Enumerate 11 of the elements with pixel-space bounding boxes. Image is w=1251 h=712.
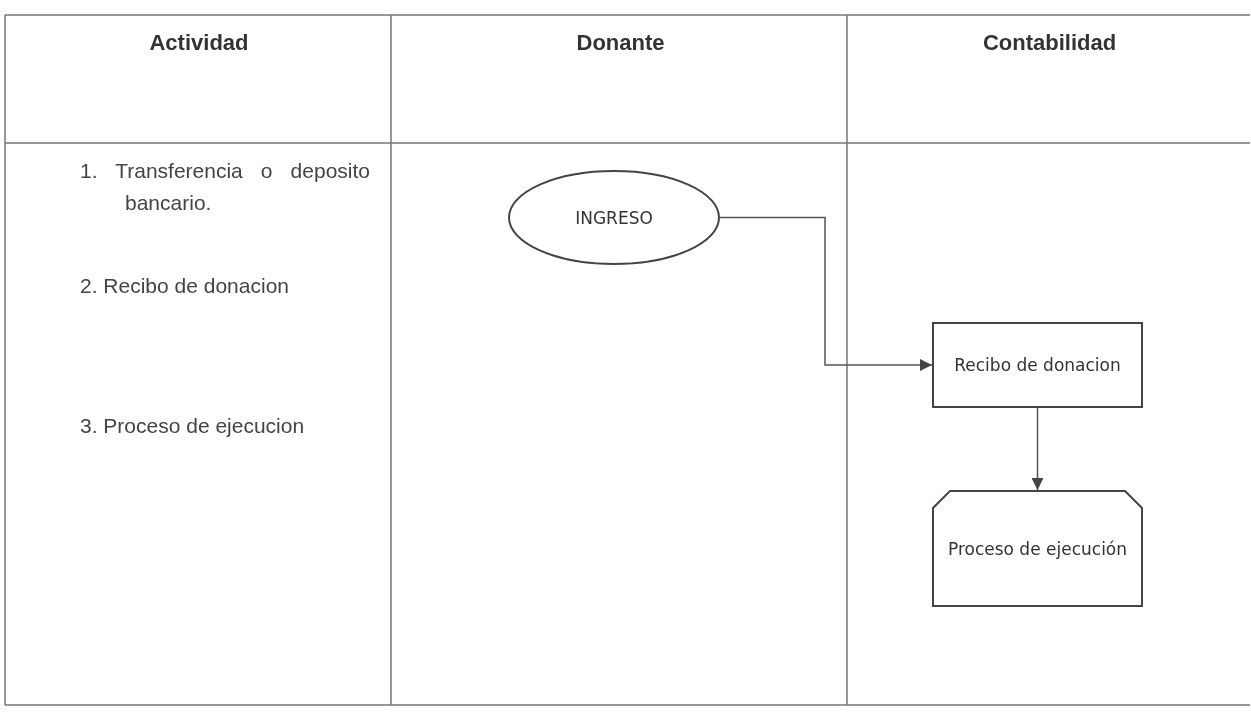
list-item: 2. Recibo de donacion (80, 273, 290, 299)
column-header: Donante (575, 30, 666, 56)
list-item: 3. Proceso de ejecucion (80, 413, 306, 439)
process-shape: Proceso de ejecución (932, 490, 1143, 607)
arrow (1031, 407, 1044, 491)
column-header: Actividad (148, 30, 250, 56)
start-ellipse: INGRESO (508, 170, 720, 265)
list-item: 1. Transferencia o deposito bancario. (80, 158, 370, 216)
process-box: Recibo de donacion (932, 322, 1143, 408)
column-header: Contabilidad (981, 30, 1118, 56)
arrow (719, 216, 933, 371)
